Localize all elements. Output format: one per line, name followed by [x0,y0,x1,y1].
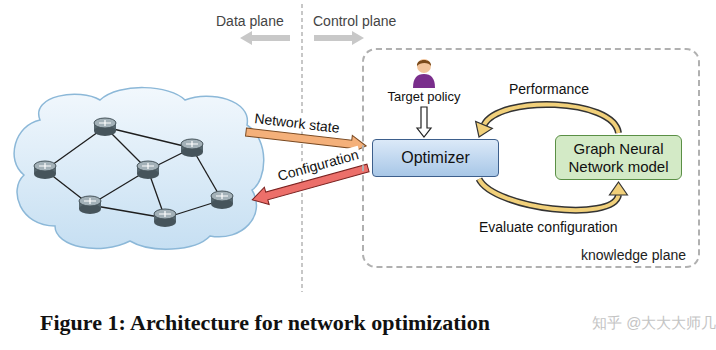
node-text: Target policy [388,89,461,104]
watermark: 知乎 @大大大师几 [592,314,716,333]
process-box: Optimizer [372,139,499,177]
connector [479,179,628,210]
arrow-head [476,122,493,137]
router-icons [34,118,233,227]
figure-caption: Figure 1: Architecture for network optim… [40,310,490,336]
node-text: Graph Neural Network model [562,140,675,175]
node-text: Optimizer [401,149,469,167]
plane-label: Control plane [313,13,396,29]
direction-arrow [240,31,290,45]
edge-label: Evaluate configuration [479,219,618,235]
arrow-outline [484,104,619,133]
arrow-body [484,104,619,133]
arrow-outline [479,179,619,210]
connector [417,107,431,137]
model-box: Graph Neural Network model [555,135,682,180]
network-links [45,127,222,218]
node-text: knowledge plane [581,247,686,263]
direction-arrow [314,31,364,45]
edge-label: Performance [509,81,589,97]
arrow-head [610,182,628,195]
hollow-arrow [417,107,431,137]
arrow-body [479,179,619,210]
person-icon [411,56,437,88]
network-cloud [14,88,264,250]
plane-divider [301,4,303,292]
plane-label: Data plane [216,13,284,29]
policy-actor: Target policy [380,56,468,104]
connector [476,104,619,137]
